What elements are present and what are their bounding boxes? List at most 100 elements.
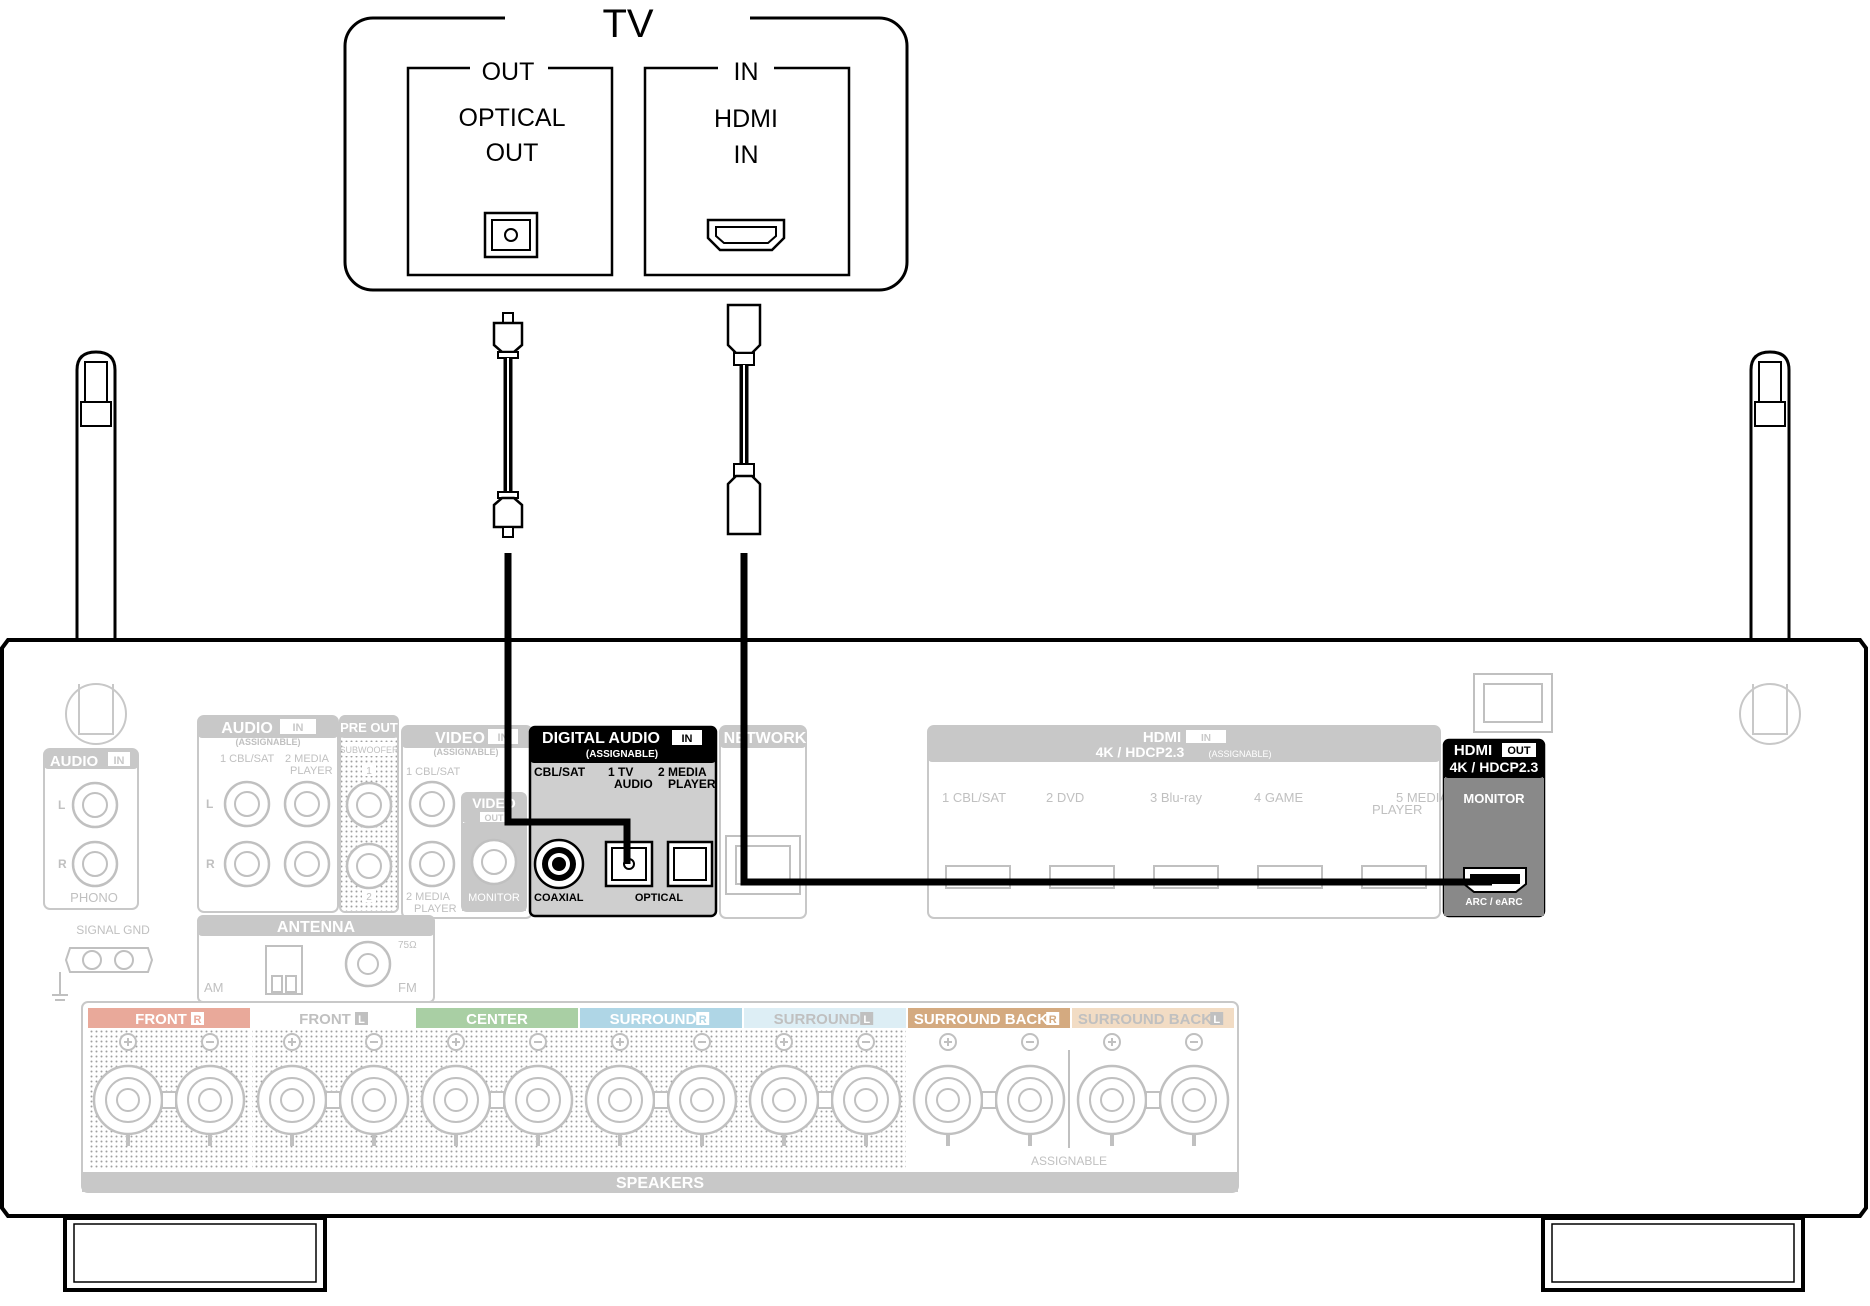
tv-in-group: IN HDMI IN — [643, 56, 851, 277]
hdmi-in-input5b: PLAYER — [1372, 802, 1422, 817]
speaker-group-header — [1072, 1008, 1234, 1028]
speaker-group-header — [88, 1008, 250, 1028]
video-in-sub: (ASSIGNABLE) — [434, 747, 499, 757]
antenna-right — [1749, 350, 1791, 702]
digital-audio-title: DIGITAL AUDIO — [542, 730, 660, 747]
tv-hdmi-label-2: IN — [734, 141, 759, 169]
speaker-terminal — [174, 1064, 246, 1136]
hdmi-in-badge: IN — [1201, 733, 1211, 744]
audio-in-title: AUDIO — [221, 720, 273, 737]
audio-in-r: R — [206, 857, 215, 871]
hdmi-in-input-label: 5 MEDIA — [1396, 790, 1448, 805]
speaker-terminal — [256, 1064, 328, 1136]
audio-in-col1: 1 CBL/SAT — [220, 753, 274, 765]
hdmi-out-title: HDMI — [1454, 742, 1492, 759]
hdmi-out-badge: OUT — [1507, 745, 1531, 757]
digital-audio-sub: (ASSIGNABLE) — [586, 749, 658, 760]
tv-optical-label-1: OPTICAL — [459, 104, 566, 132]
digital-audio-media-b: PLAYER — [668, 777, 716, 791]
video-in-col1: 1 CBL/SAT — [406, 766, 460, 778]
antenna-am: AM — [204, 980, 224, 995]
audio-in-phono-panel: AUDIO IN L R PHONO — [43, 748, 139, 910]
speaker-group-badge: L — [863, 1014, 870, 1026]
tv-title: TV — [602, 2, 653, 46]
digital-audio-badge: IN — [682, 733, 693, 745]
speakers-title: SPEAKERS — [616, 1175, 704, 1192]
digital-audio-media-a: 2 MEDIA — [658, 765, 707, 779]
speaker-group-label: SURROUND — [610, 1011, 697, 1028]
pre-out-panel: PRE OUT SUBWOOFER 1 2 — [339, 715, 399, 913]
speaker-group-badge: L — [358, 1014, 365, 1026]
audio-in-sub: (ASSIGNABLE) — [236, 737, 301, 747]
hdmi-out-panel: HDMI OUT 4K / HDCP2.3 MONITOR ARC / eARC — [1442, 738, 1546, 918]
speaker-group-label: FRONT — [299, 1011, 351, 1028]
video-out-badge: OUT — [485, 813, 505, 823]
power-inlet — [1473, 673, 1553, 733]
hdmi-in-input-label: 4 GAME — [1254, 790, 1303, 805]
speaker-group-badge: R — [1049, 1014, 1057, 1026]
tv-out-label: OUT — [482, 58, 535, 86]
speaker-terminal — [338, 1064, 410, 1136]
video-in-badge: IN — [498, 732, 509, 744]
phono-label: PHONO — [70, 890, 118, 905]
audio-in-l: L — [206, 797, 213, 811]
speaker-terminal — [1076, 1064, 1148, 1136]
speaker-group-label: SURROUND BACK — [914, 1011, 1048, 1028]
coaxial-jack — [533, 838, 585, 890]
speaker-terminal — [666, 1064, 738, 1136]
tv-in-label: IN — [734, 58, 759, 86]
antenna-title: ANTENNA — [277, 919, 356, 936]
audio-in-phono-l: L — [58, 798, 65, 812]
hdmi-out-arc: ARC / eARC — [1465, 897, 1522, 908]
digital-audio-coaxial: COAXIAL — [534, 892, 584, 904]
antenna-left — [75, 350, 117, 702]
video-in-col2a: 2 MEDIA — [406, 891, 451, 903]
tv-out-group: OUT OPTICAL OUT — [406, 56, 614, 277]
speaker-group-header — [908, 1008, 1070, 1028]
digital-audio-optical: OPTICAL — [635, 892, 684, 904]
hdmi-in-sub: 4K / HDCP2.3 — [1096, 744, 1185, 760]
video-in-col2b: PLAYER — [414, 903, 457, 915]
tv-optical-label-2: OUT — [486, 139, 539, 167]
tv-hdmi-label-1: HDMI — [714, 105, 778, 133]
speaker-terminal — [1158, 1064, 1230, 1136]
video-in-title: VIDEO — [435, 730, 485, 747]
video-out-panel: VIDEO OUT MONITOR — [461, 792, 527, 912]
speaker-group-label: FRONT — [135, 1011, 187, 1028]
speaker-terminal — [830, 1064, 902, 1136]
antenna-fm: FM — [398, 980, 417, 995]
optical-cable — [492, 312, 631, 864]
digital-audio-tv-audio-b: AUDIO — [614, 777, 653, 791]
speaker-terminal — [92, 1064, 164, 1136]
hdmi-in-panel: HDMI IN 4K / HDCP2.3 (ASSIGNABLE) 1 CBL/… — [927, 725, 1448, 919]
hdmi-in-sub-small: (ASSIGNABLE) — [1208, 749, 1271, 759]
video-out-monitor: MONITOR — [468, 892, 520, 904]
speakers-assignable: ASSIGNABLE — [1031, 1154, 1107, 1168]
audio-in-col2b: PLAYER — [290, 765, 333, 777]
network-panel: NETWORK — [719, 725, 807, 919]
audio-in-col2a: 2 MEDIA — [285, 753, 330, 765]
tv-optical-port-icon — [483, 211, 539, 259]
audio-in-phono-badge: IN — [114, 755, 125, 767]
tv-hdmi-port-icon — [706, 218, 786, 252]
pre-out-n2: 2 — [366, 892, 372, 903]
audio-in-panel: AUDIO IN (ASSIGNABLE) 1 CBL/SAT 2 MEDIA … — [197, 715, 339, 913]
speaker-group: CENTER — [416, 1008, 578, 1170]
network-title: NETWORK — [724, 730, 807, 747]
speaker-group-badge: R — [699, 1014, 707, 1026]
speaker-terminal — [420, 1064, 492, 1136]
signal-gnd-label: SIGNAL GND — [76, 923, 150, 937]
hdmi-in-title: HDMI — [1143, 729, 1181, 746]
antenna-ohm: 75Ω — [398, 940, 417, 951]
speaker-group-header — [252, 1008, 414, 1028]
digital-audio-tv-audio-a: 1 TV — [608, 765, 633, 779]
hdmi-out-monitor: MONITOR — [1463, 791, 1525, 806]
hdmi-in-input-label: 3 Blu-ray — [1150, 790, 1203, 805]
signal-gnd: SIGNAL GND — [52, 923, 154, 1001]
pre-out-sub: SUBWOOFER — [339, 745, 399, 755]
